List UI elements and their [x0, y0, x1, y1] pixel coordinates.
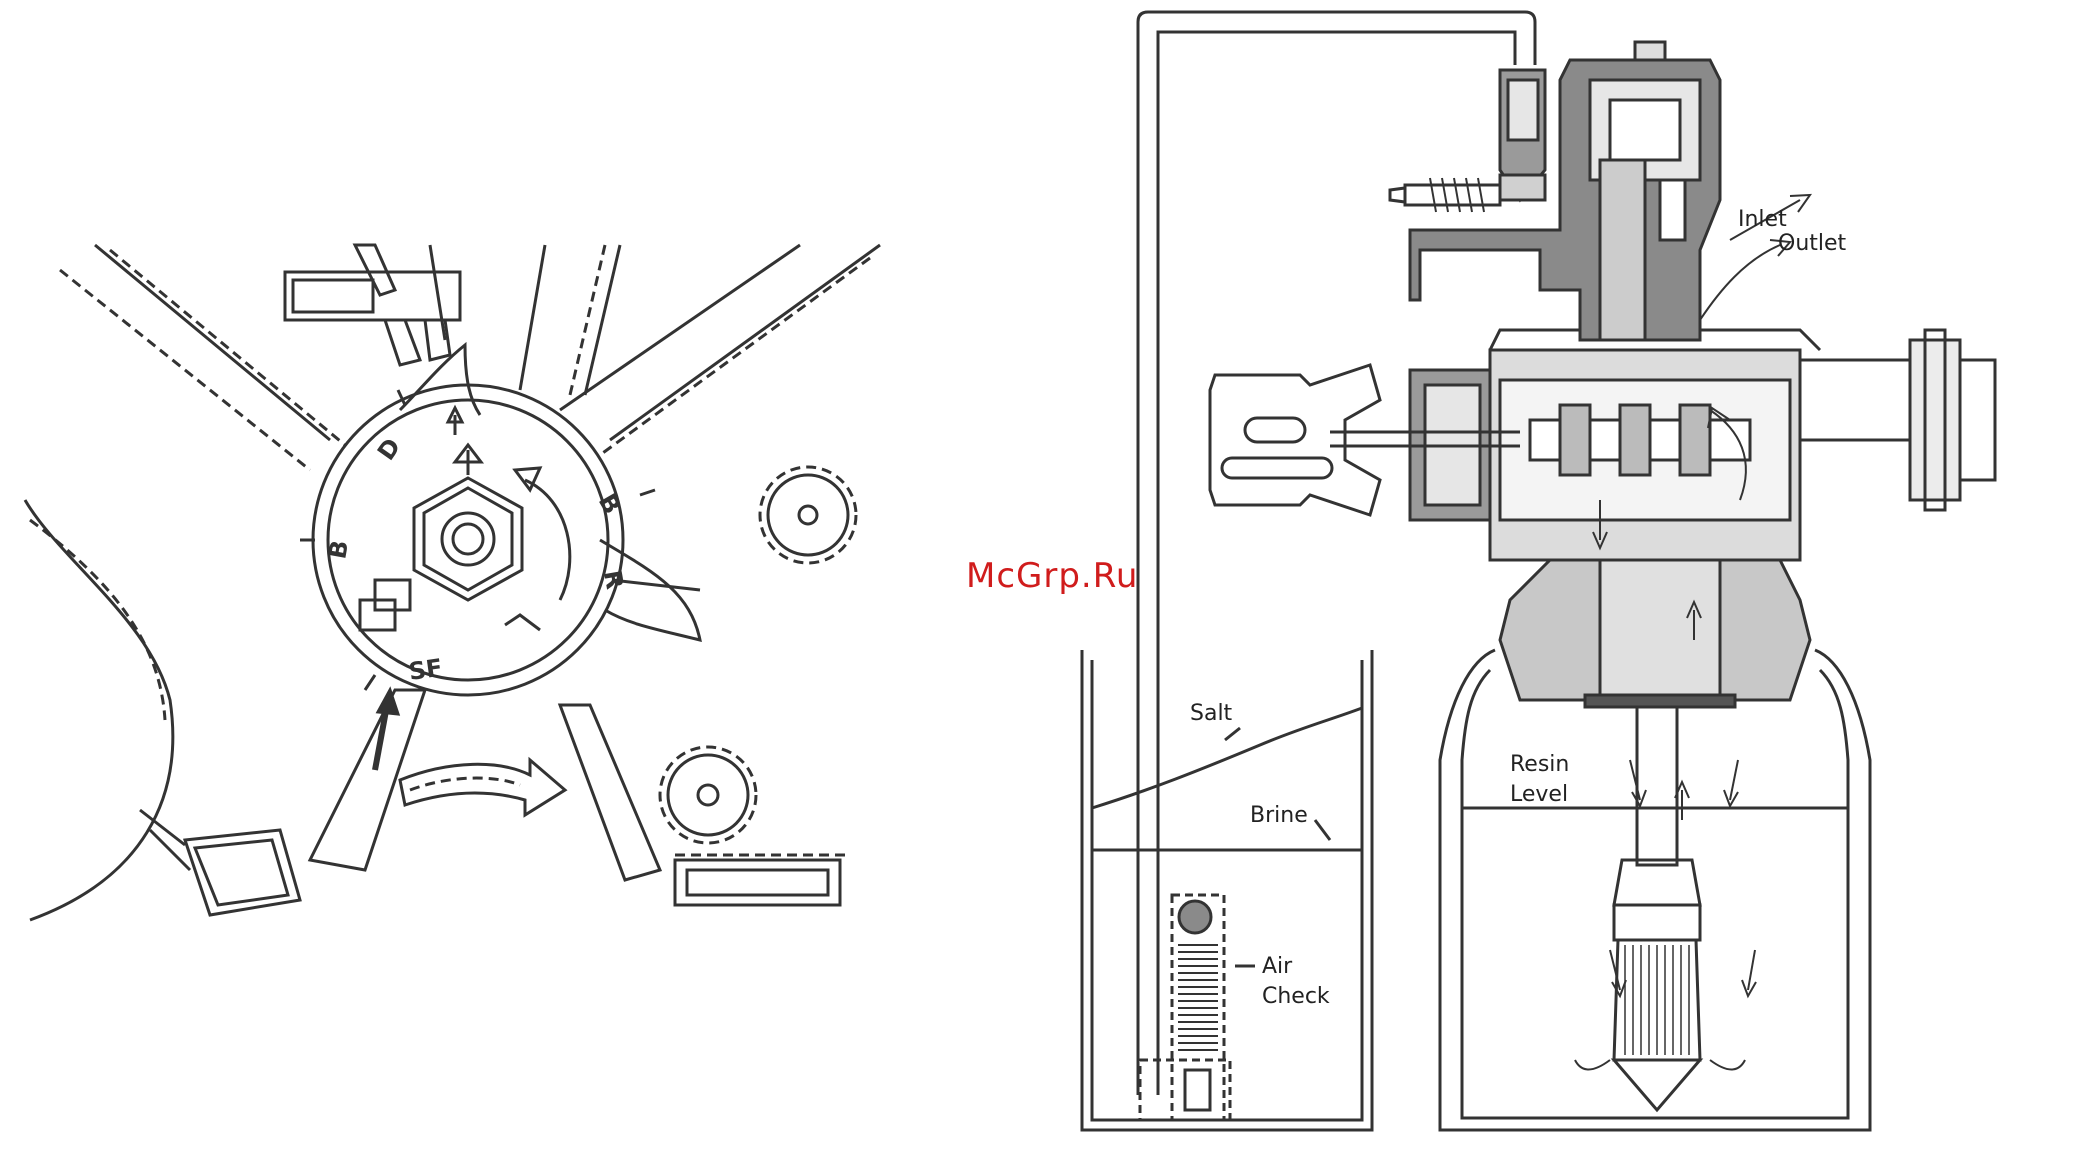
resin-tank [1440, 650, 1870, 1130]
dial-labels: D B R B SF [323, 433, 629, 686]
valve-upper-housing [1390, 42, 1720, 340]
control-dial-illustration [25, 245, 880, 920]
fitting-bottom-right [660, 747, 756, 843]
dial-label-sf: SF [407, 654, 444, 686]
valve-body [1210, 330, 1995, 560]
label-resin-line2: Level [1510, 782, 1568, 807]
dial-label-r: R [598, 568, 629, 591]
watermark: McGrp.Ru [966, 556, 1138, 596]
label-resin-line1: Resin [1510, 752, 1569, 777]
dial-spokes [60, 245, 880, 880]
distributor [1614, 700, 1700, 1110]
fitting-top-right [760, 467, 856, 563]
valve-lower-housing [1500, 545, 1810, 707]
connector-bottom-left [140, 810, 300, 915]
label-air-check-line2: Check [1262, 984, 1330, 1009]
label-outlet: Outlet [1778, 231, 1847, 256]
label-air-check-line1: Air [1262, 954, 1293, 979]
label-brine: Brine [1250, 803, 1308, 828]
dial-body [300, 345, 700, 695]
label-salt: Salt [1190, 701, 1233, 726]
dial-label-d: D [372, 433, 406, 465]
rotation-arrow [400, 760, 565, 815]
dial-label-b-left: B [323, 538, 354, 561]
valve-illustration [1082, 12, 1995, 1130]
label-inlet: Inlet [1738, 207, 1787, 232]
slot-bottom-right [675, 855, 845, 905]
